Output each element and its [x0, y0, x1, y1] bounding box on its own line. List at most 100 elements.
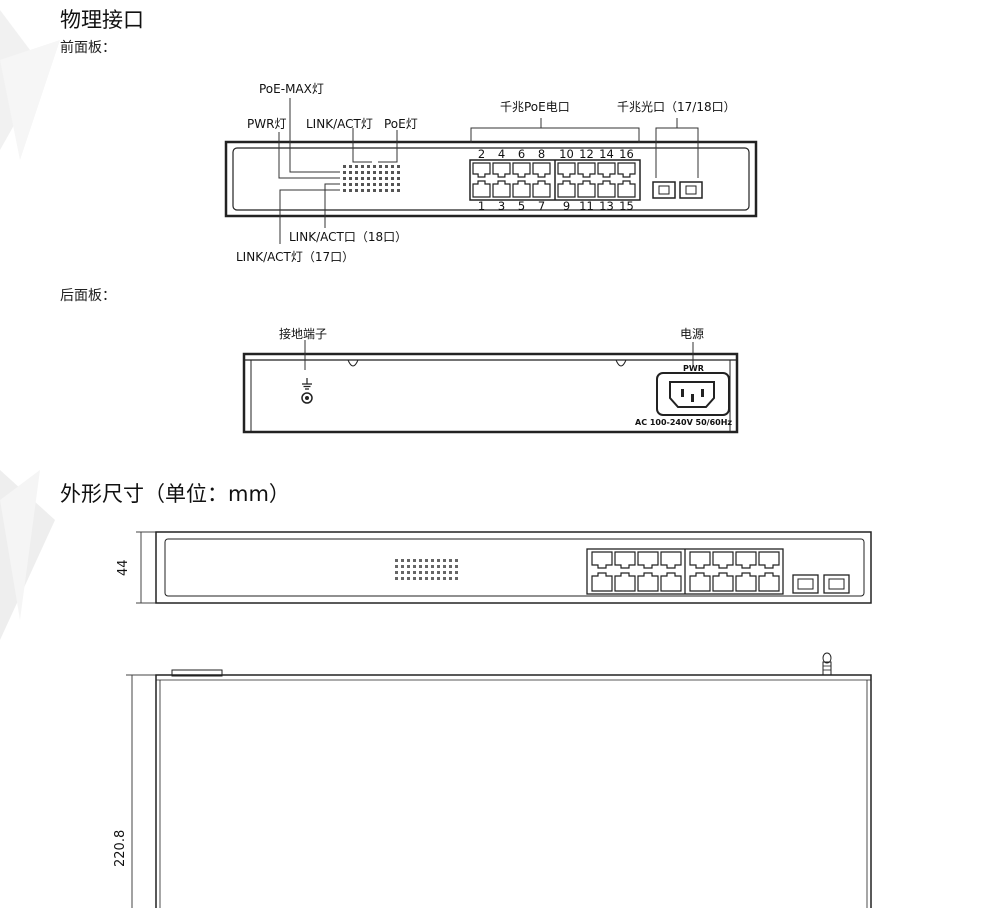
led-dot [349, 165, 352, 168]
rj45-port-bottom [492, 180, 511, 198]
dim-rj45-port-top [758, 551, 780, 569]
vent-dot [449, 571, 452, 574]
label-link-act-18: LINK/ACT口（18口） [289, 230, 408, 244]
dim-rj45-port-top [660, 551, 682, 569]
port-number: 12 [579, 147, 594, 161]
dim-rj45-port-bottom [758, 572, 780, 592]
rj45-port-top [597, 162, 616, 178]
label-power: 电源 [680, 327, 705, 341]
front-panel-diagram [224, 98, 758, 244]
rj45-port-top [472, 162, 491, 178]
label-pwr-socket: PWR [683, 364, 704, 373]
port-number: 2 [477, 147, 486, 161]
led-dot [361, 189, 364, 192]
led-dot [355, 165, 358, 168]
front-panel-title: 前面板： [60, 40, 116, 56]
led-dot [391, 165, 394, 168]
led-dot [349, 177, 352, 180]
vent-dot [407, 577, 410, 580]
vent-dot [455, 565, 458, 568]
led-dot [361, 171, 364, 174]
rj45-port-bottom [472, 180, 491, 198]
label-link-act-17: LINK/ACT灯（17口） [236, 250, 355, 264]
vent-dot [431, 577, 434, 580]
led-dot [361, 165, 364, 168]
vent-dot [431, 565, 434, 568]
rj45-port-top [557, 162, 576, 178]
dimension-rj45-ports [591, 551, 780, 592]
led-dot [367, 177, 370, 180]
leader-link-18 [324, 183, 340, 228]
dim-rj45-port-bottom [591, 572, 613, 592]
led-dot [391, 171, 394, 174]
dimension-depth-value: 220.8 [113, 829, 128, 867]
vent-dot [407, 565, 410, 568]
rj45-port-top [492, 162, 511, 178]
led-dot [379, 183, 382, 186]
dim-rj45-port-bottom [660, 572, 682, 592]
led-dot [349, 189, 352, 192]
vent-dot [401, 571, 404, 574]
vent-dot [425, 577, 428, 580]
led-dot [367, 171, 370, 174]
led-dot [349, 171, 352, 174]
rj45-port-bottom [532, 180, 551, 198]
led-dot [373, 183, 376, 186]
led-dot [397, 171, 400, 174]
dim-rj45-port-top [735, 551, 757, 569]
section-title-dimensions: 外形尺寸（单位：mm） [60, 482, 290, 506]
label-gigabit-fiber-ports: 千兆光口（17/18口） [617, 100, 736, 114]
vent-dot [449, 577, 452, 580]
vent-dot [395, 577, 398, 580]
led-dot [343, 183, 346, 186]
rear-panel-diagram [242, 340, 739, 434]
led-dot [391, 189, 394, 192]
power-socket [656, 372, 730, 416]
dim-rj45-port-top [637, 551, 659, 569]
led-dot [343, 171, 346, 174]
led-dot [379, 189, 382, 192]
label-power-rating: AC 100-240V 50/60Hz [635, 418, 733, 427]
dim-rj45-port-bottom [614, 572, 636, 592]
led-dot [379, 165, 382, 168]
leader-pwr [278, 132, 340, 179]
label-poe-max-led: PoE-MAX灯 [259, 82, 324, 96]
vent-dot [401, 577, 404, 580]
vent-dot [395, 571, 398, 574]
sfp-port-18 [679, 181, 703, 199]
vent-dot [413, 559, 416, 562]
rj45-port-bottom [617, 180, 636, 198]
port-number: 9 [562, 199, 571, 213]
vent-dot-grid [395, 559, 458, 580]
vent-dot [455, 577, 458, 580]
vent-dot [437, 559, 440, 562]
vent-dot [437, 565, 440, 568]
led-dot [397, 165, 400, 168]
led-dot [367, 183, 370, 186]
led-dot [385, 189, 388, 192]
label-ground-terminal: 接地端子 [279, 327, 328, 341]
led-dot [385, 171, 388, 174]
port-number: 7 [537, 199, 546, 213]
label-pwr-led: PWR灯 [247, 117, 287, 131]
vent-dot [407, 559, 410, 562]
vent-dot [449, 559, 452, 562]
led-dot [343, 165, 346, 168]
led-dot [379, 177, 382, 180]
vent-dot [425, 565, 428, 568]
led-dot [385, 177, 388, 180]
rj45-port-bottom [557, 180, 576, 198]
vent-dot [419, 559, 422, 562]
vent-dot [413, 577, 416, 580]
led-dot [361, 183, 364, 186]
dim-rj45-port-bottom [735, 572, 757, 592]
vent-dot [443, 559, 446, 562]
vent-dot [455, 559, 458, 562]
led-dot [355, 189, 358, 192]
vent-dot [449, 565, 452, 568]
vent-dot [431, 559, 434, 562]
vent-dot [407, 571, 410, 574]
leader-poe-max [289, 98, 340, 173]
led-dot [385, 183, 388, 186]
port-number: 11 [579, 199, 594, 213]
